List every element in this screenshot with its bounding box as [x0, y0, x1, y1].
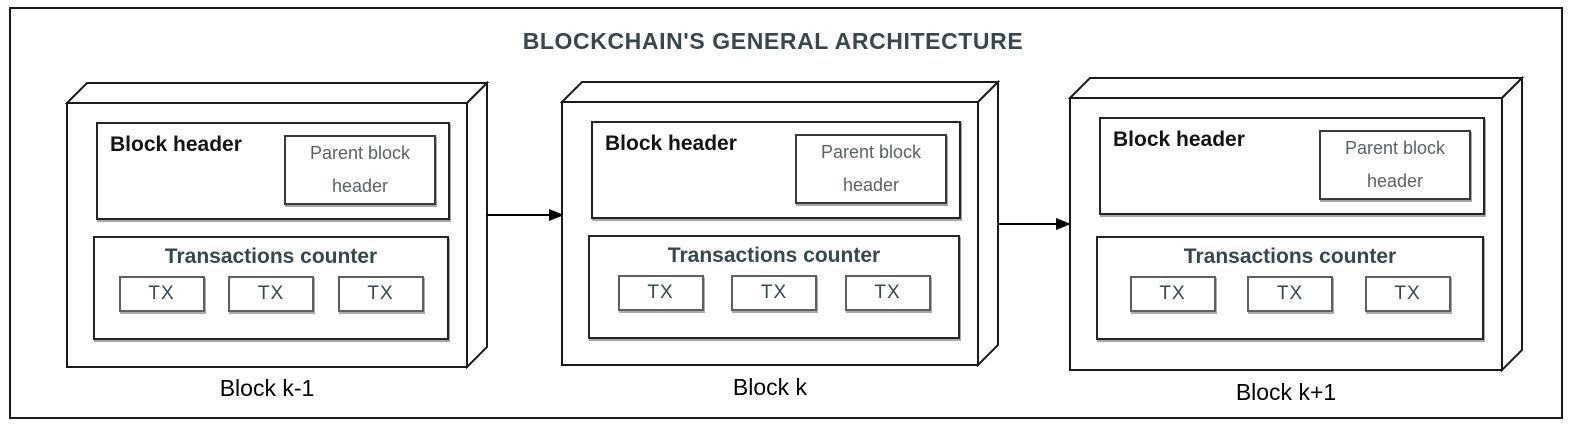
tx-box: TX — [118, 276, 205, 312]
tx-box: TX — [844, 275, 931, 311]
block-k: Block header Parent block header Transac… — [560, 80, 1000, 410]
tx-box: TX — [1247, 276, 1333, 312]
block-front-face: Block header Parent block header Transac… — [562, 102, 978, 365]
block-header-box: Block header Parent block header — [1099, 117, 1485, 215]
tx-row: TX TX TX — [590, 275, 958, 311]
arrow-block-k-to-k-plus-1 — [998, 218, 1071, 230]
block-header-box: Block header Parent block header — [591, 121, 961, 219]
parent-block-header-box: Parent block header — [795, 134, 947, 204]
cube-top-face — [560, 81, 1000, 103]
block-k-minus-1: Block header Parent block header Transac… — [65, 81, 489, 411]
block-front-face: Block header Parent block header Transac… — [67, 103, 467, 367]
block-caption: Block k — [732, 374, 808, 400]
cube-right-face — [1501, 76, 1523, 372]
arrow-block-k-minus-1-to-k — [487, 209, 564, 221]
cube-right-face — [466, 81, 488, 369]
block-k-plus-1: Block header Parent block header Transac… — [1068, 76, 1524, 416]
block-front-face: Block header Parent block header Transac… — [1070, 98, 1502, 370]
block-caption: Block k-1 — [219, 375, 315, 401]
tx-box: TX — [337, 276, 424, 312]
parent-block-header-label: Parent block header — [1344, 137, 1446, 191]
tx-row: TX TX TX — [95, 276, 447, 312]
tx-box: TX — [731, 275, 817, 311]
transactions-counter-box: Transactions counter TX TX TX — [93, 236, 449, 340]
block-header-label: Block header — [605, 132, 737, 155]
block-header-label: Block header — [110, 133, 242, 156]
block-header-box: Block header Parent block header — [96, 122, 450, 220]
arrowhead-icon — [1056, 218, 1071, 230]
diagram-title: BLOCKCHAIN'S GENERAL ARCHITECTURE — [522, 28, 1024, 54]
transactions-counter-label: Transactions counter — [1183, 245, 1397, 268]
tx-box: TX — [1364, 276, 1451, 312]
tx-box: TX — [1129, 276, 1216, 312]
parent-block-header-label: Parent block header — [820, 141, 922, 195]
parent-block-header-box: Parent block header — [284, 135, 436, 205]
transactions-counter-box: Transactions counter TX TX TX — [588, 235, 960, 339]
parent-block-header-label: Parent block header — [309, 142, 411, 196]
transactions-counter-label: Transactions counter — [667, 244, 881, 267]
transactions-counter-box: Transactions counter TX TX TX — [1096, 236, 1484, 340]
block-caption: Block k+1 — [1235, 379, 1337, 405]
cube-top-face — [1068, 77, 1524, 99]
cube-right-face — [977, 80, 999, 367]
block-header-label: Block header — [1113, 128, 1245, 151]
tx-row: TX TX TX — [1098, 276, 1482, 312]
transactions-counter-label: Transactions counter — [164, 245, 378, 268]
parent-block-header-box: Parent block header — [1319, 130, 1471, 200]
tx-box: TX — [228, 276, 314, 312]
arrowhead-icon — [549, 209, 564, 221]
cube-top-face — [65, 82, 489, 104]
tx-box: TX — [617, 275, 704, 311]
